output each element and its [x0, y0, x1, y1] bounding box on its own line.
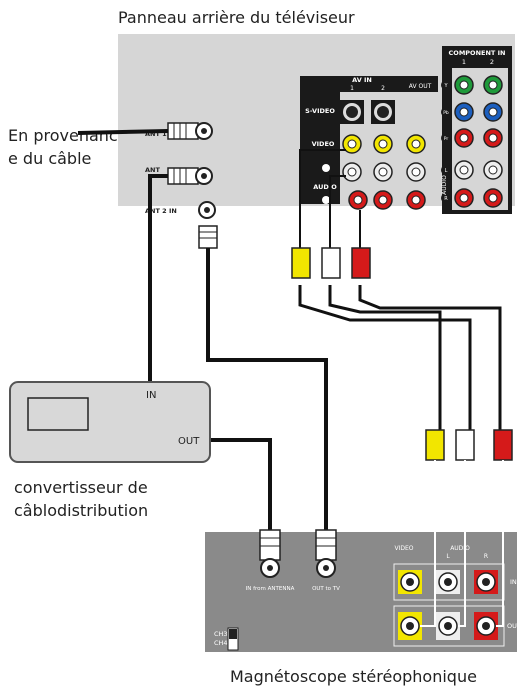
- vcr-out-tv-connector: [315, 529, 337, 578]
- audio-l-dot: [322, 164, 330, 172]
- ch3-label: CH3: [214, 630, 228, 638]
- vcr-av-leads: [420, 460, 504, 627]
- cable-box-label: convertisseur de câblodistribution: [14, 478, 149, 520]
- box-in-cable: [148, 174, 168, 382]
- vcr-audio-label: AUDIO: [450, 545, 470, 552]
- vcr-in-antenna-connector: [259, 529, 281, 578]
- cable-box-display: [27, 397, 89, 431]
- vcr-out-label: OUT: [507, 622, 521, 630]
- cables: [77, 129, 502, 530]
- y-label-dot: [441, 80, 451, 90]
- vcr-video-label: VIDEO: [394, 545, 413, 552]
- vcr-title: Magnétoscope stéréophonique: [230, 667, 477, 686]
- box-out-cable: [210, 438, 272, 530]
- ant-cable-label: ANT: [145, 166, 160, 174]
- video-label: VIDEO: [312, 140, 335, 148]
- r-label: R: [444, 196, 448, 202]
- ant2-label: ANT 2 IN: [145, 207, 177, 215]
- vcr-l-label: L: [446, 553, 450, 560]
- vcr-panel: [205, 532, 517, 652]
- pr-label-dot: [441, 133, 451, 143]
- av-in-label: AV IN: [352, 76, 372, 84]
- component-2-label: 2: [490, 58, 494, 66]
- component-jacks: [454, 75, 503, 208]
- component-in-label: COMPONENT IN: [449, 49, 506, 57]
- vcr-in-antenna-label: IN from ANTENNA: [246, 586, 295, 592]
- ant2-cable: [206, 248, 328, 530]
- ch4-label: CH4: [214, 639, 228, 647]
- tv-av-leads: [299, 149, 361, 248]
- ant1-label: ANT 1 IN: [145, 130, 177, 138]
- s-video-label: S-VIDEO: [305, 107, 335, 115]
- y-label: Y: [443, 83, 448, 89]
- av-in-2-label: 2: [381, 85, 385, 92]
- s-video-jacks: [340, 100, 395, 124]
- ant-cable-connector: [167, 167, 213, 185]
- rca-plugs-bottom: [425, 429, 513, 461]
- av-in-1-label: 1: [350, 85, 354, 92]
- audio-l-jacks: [342, 162, 426, 182]
- ch-switch-knob: [229, 629, 237, 639]
- pb-label: Pb: [443, 110, 449, 116]
- pr-label: Pr: [444, 136, 449, 142]
- vcr-in-label: IN: [510, 578, 517, 586]
- video-jacks: [342, 134, 426, 154]
- audio-label: AUDIO: [313, 183, 337, 191]
- rca-plugs-top: [291, 247, 371, 279]
- vcr-in-jacks: [398, 570, 498, 594]
- r-label-dot: [441, 193, 451, 203]
- av-side-labels: [300, 92, 340, 204]
- audio-r-dot: [322, 196, 330, 204]
- tv-back-panel-title: Panneau arrière du téléviseur: [118, 8, 355, 27]
- vcr-out-tv-label: OUT to TV: [312, 586, 340, 592]
- ant2-connector: [198, 201, 218, 249]
- pb-label-dot: [441, 107, 451, 117]
- component-1-label: 1: [462, 58, 466, 66]
- audio-r-jacks: [348, 190, 426, 210]
- l-label-dot: [441, 165, 451, 175]
- av-out-label: AV OUT: [409, 83, 432, 90]
- av-in-header: [300, 76, 438, 92]
- incoming-cable: [77, 129, 169, 135]
- vcr-out-jacks: [398, 612, 498, 640]
- ant1-connector: [167, 122, 213, 140]
- l-label: L: [445, 168, 448, 174]
- cable-box-out-label: OUT: [178, 436, 200, 447]
- cable-box-in-label: IN: [146, 390, 156, 401]
- audio-vertical-label: AUDIO: [441, 175, 448, 195]
- vcr-r-label: R: [484, 553, 488, 560]
